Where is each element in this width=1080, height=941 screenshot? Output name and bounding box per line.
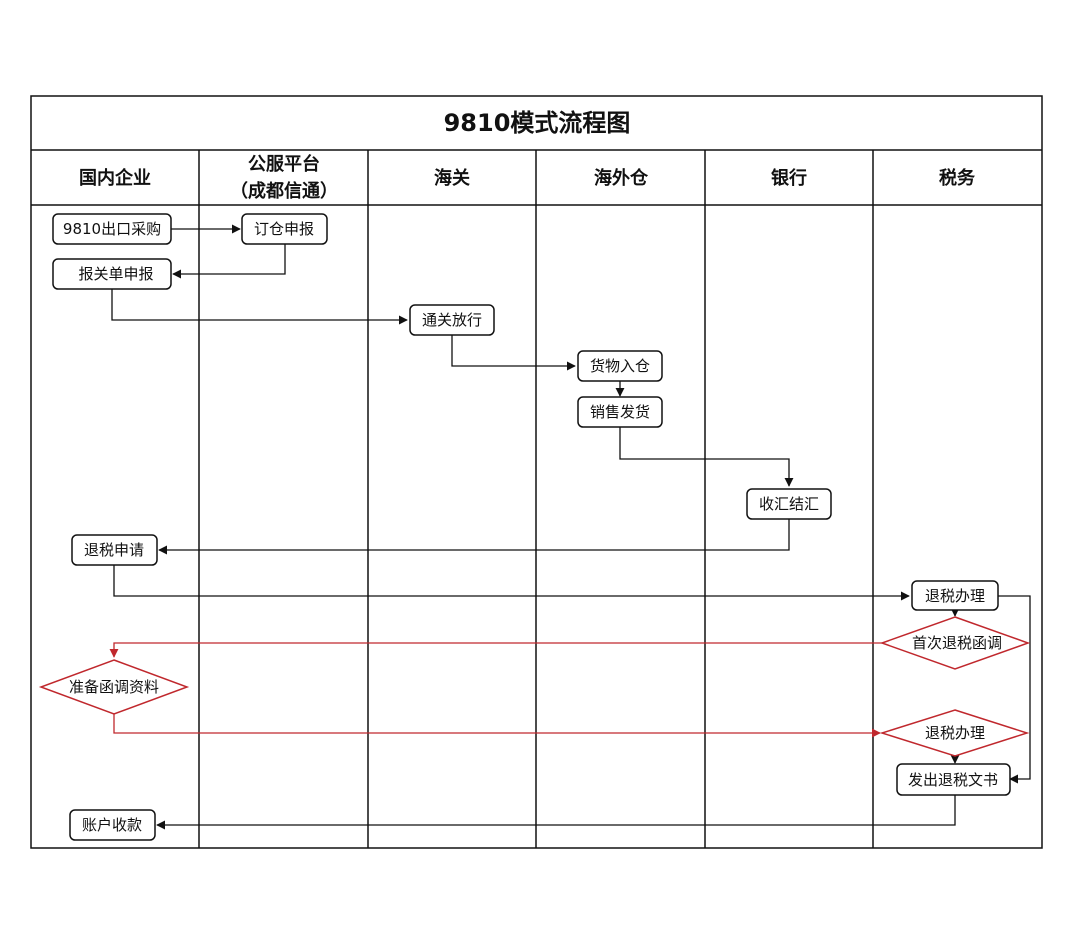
node-refund-process-2-label: 退税办理 — [925, 724, 985, 742]
node-customs-release-label: 通关放行 — [422, 311, 482, 329]
node-refund-process-2-diamond — [879, 709, 1030, 757]
node-declaration — [52, 258, 172, 290]
connector-sales-to-fx — [619, 427, 794, 487]
node-account-receipt-label: 账户收款 — [82, 816, 142, 834]
node-sales-shipment-label: 销售发货 — [590, 403, 650, 421]
node-sales-shipment — [577, 396, 663, 428]
connector-process-bypass-to-issue — [998, 595, 1031, 784]
connector-inquiry-to-prepare — [109, 642, 882, 658]
lane-header-domestic-enterprise: 国内企业 — [79, 167, 151, 189]
connector-refund-apply-to-process — [113, 565, 910, 601]
lane-header-public-service-platform: 公服平台 — [248, 153, 320, 175]
node-purchase-label: 9810出口采购 — [63, 220, 161, 238]
node-issue-doc-label: 发出退税文书 — [908, 771, 998, 789]
node-fx-settlement-label: 收汇结汇 — [759, 495, 819, 513]
node-prepare-docs-label: 准备函调资料 — [69, 678, 159, 696]
node-account-receipt — [69, 809, 156, 841]
node-declaration-label: 报关单申报 — [78, 265, 153, 283]
lane-header-customs: 海关 — [434, 167, 470, 189]
diagram-title: 9810模式流程图 — [444, 109, 631, 137]
connector-fx-to-refund-apply — [158, 519, 790, 555]
lane-header-bank: 银行 — [771, 167, 807, 189]
node-purchase — [52, 213, 172, 245]
node-customs-release — [409, 304, 495, 336]
connector-release-to-warehouse — [451, 334, 576, 371]
node-warehouse-in-label: 货物入仓 — [590, 357, 650, 375]
connector-booking-to-declaration — [172, 243, 286, 279]
node-refund-process-1 — [911, 580, 999, 611]
node-refund-apply — [71, 534, 158, 566]
connector-declaration-to-release — [111, 289, 408, 325]
connector-issue-to-receipt — [156, 795, 956, 830]
node-book-warehouse-label: 订仓申报 — [254, 220, 314, 238]
node-refund-process-1-label: 退税办理 — [925, 587, 985, 605]
node-refund-apply-label: 退税申请 — [84, 541, 144, 559]
node-first-inquiry-label: 首次退税函调 — [912, 634, 1002, 652]
node-issue-doc — [896, 763, 1011, 796]
node-prepare-docs-diamond — [38, 659, 190, 715]
node-first-inquiry-diamond — [879, 616, 1031, 670]
lane-header-overseas-warehouse: 海外仓 — [594, 167, 649, 189]
node-warehouse-in — [577, 350, 663, 382]
lane-header-public-service-platform-sub: （成都信通） — [230, 180, 338, 202]
lane-header-tax: 税务 — [939, 167, 976, 189]
connector-prepare-to-process2 — [113, 714, 881, 738]
node-book-warehouse — [241, 213, 328, 245]
node-fx-settlement — [746, 488, 832, 520]
